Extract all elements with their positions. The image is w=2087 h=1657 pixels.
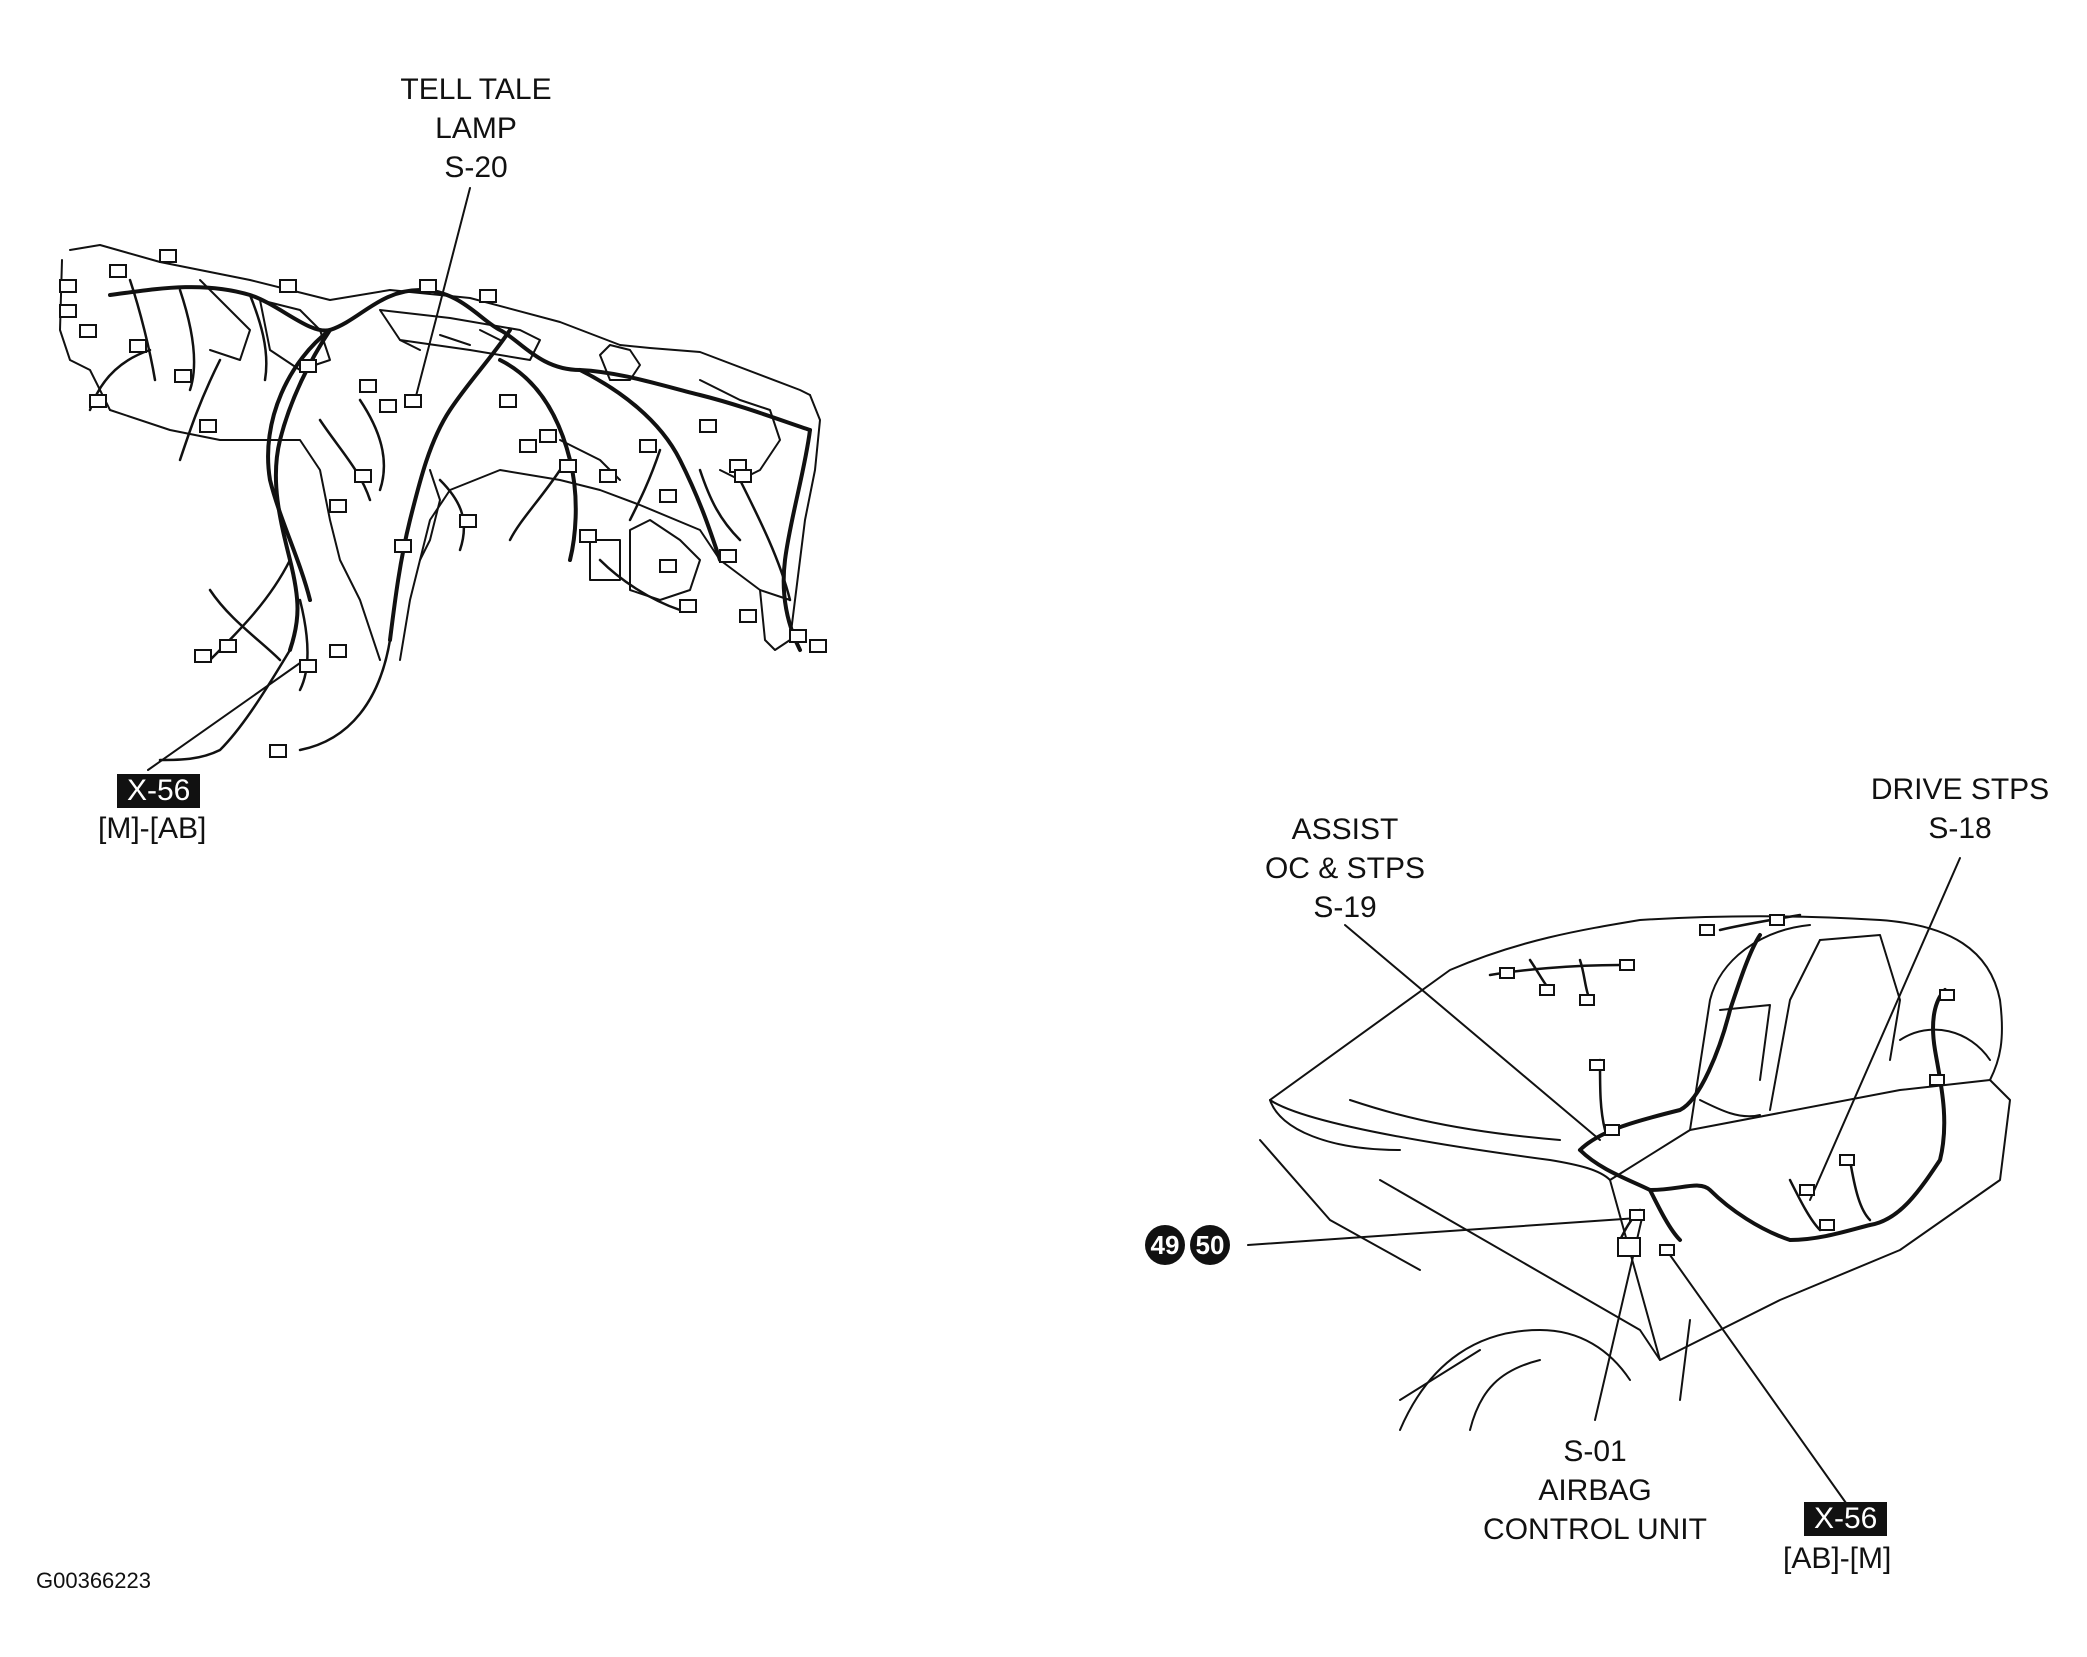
callout-line: DRIVE STPS: [1870, 773, 2050, 806]
callout-line: TELL TALE: [400, 73, 552, 106]
callout-drive-stps: DRIVE STPS S-18: [1850, 770, 2070, 848]
callout-line: S-20: [444, 151, 508, 184]
callout-line: LAMP: [435, 112, 517, 145]
car-body: [1259, 915, 2011, 1431]
callout-line: S-01: [1563, 1435, 1627, 1468]
callout-line: S-18: [1928, 812, 1992, 845]
figure-id: G00366223: [36, 1568, 151, 1593]
callout-line: CONTROL UNIT: [1483, 1513, 1707, 1546]
callout-line: AIRBAG: [1538, 1474, 1652, 1507]
connector-tag-right: X-56: [1804, 1502, 1888, 1536]
callout-tell-tale-lamp: TELL TALE LAMP S-20: [376, 70, 576, 187]
connector-blocks: [59, 249, 1955, 1257]
callout-line: S-19: [1313, 891, 1377, 924]
callout-line: OC & STPS: [1264, 852, 1426, 885]
leader-lines: [147, 187, 1961, 1504]
car-harness: [1578, 933, 1947, 1242]
connector-sub-left: [M]-[AB]: [98, 812, 207, 845]
ground-point-49: 49: [1145, 1225, 1185, 1265]
callout-assist-oc-stps: ASSIST OC & STPS S-19: [1235, 810, 1455, 927]
panel-branches: [88, 278, 792, 762]
ground-point-50: 50: [1190, 1225, 1230, 1265]
connector-tag-left: X-56: [117, 774, 201, 808]
callout-line: ASSIST: [1291, 813, 1399, 846]
connector-sub-right: [AB]-[M]: [1783, 1542, 1892, 1575]
instrument-panel: [59, 244, 821, 661]
callout-airbag-control-unit: S-01 AIRBAG CONTROL UNIT: [1460, 1432, 1730, 1549]
